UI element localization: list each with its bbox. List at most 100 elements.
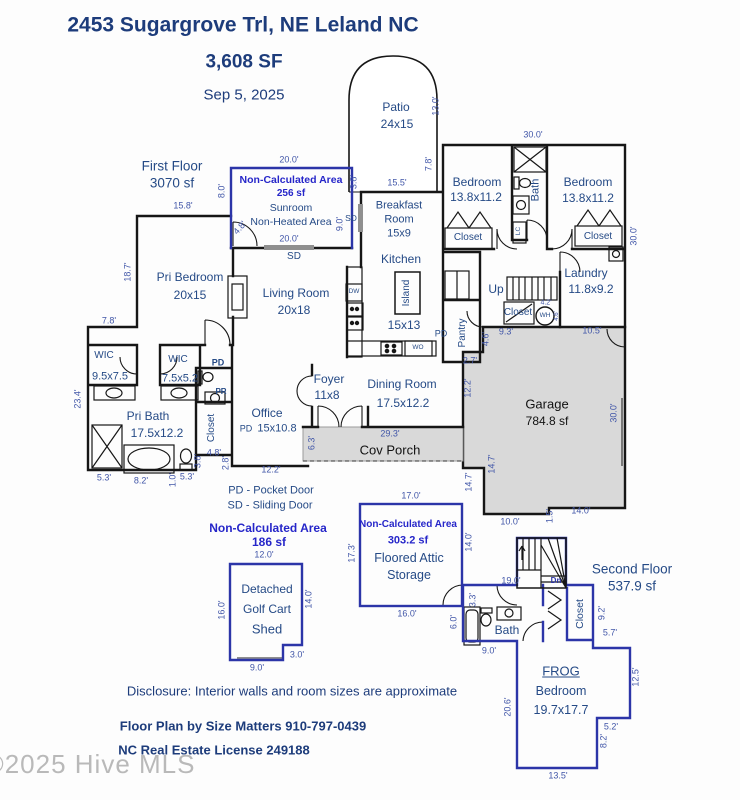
sd-label-breakfast: SD — [345, 212, 357, 223]
room-label-bedroom-right: Bedroom — [563, 175, 613, 189]
attic-line1: Floored Attic — [374, 550, 444, 565]
dim-wh-side: 4.6' — [554, 311, 560, 321]
dim-sf-5: 5.7' — [602, 627, 618, 638]
room-label-wic1: WIC — [94, 350, 114, 361]
room-label-office: Office — [251, 406, 283, 420]
room-label-bath: Bath — [529, 178, 542, 202]
door-arcs — [119, 219, 626, 642]
dim-sunroom-bottom: 20.0' — [279, 233, 299, 244]
dim-hall-b1: 9.3' — [498, 326, 514, 337]
island-label: Island — [401, 279, 412, 307]
dim-patio-right-bot: 7.8' — [423, 156, 434, 172]
dw-label: DW — [348, 287, 360, 295]
wo-label: WO — [412, 343, 424, 351]
attic-line2: Storage — [387, 567, 431, 582]
dim-porch-len: 29.3' — [380, 428, 400, 439]
room-dims-dining: 17.5x12.2 — [376, 396, 430, 410]
dim-hall-b2: 4.6' — [480, 331, 491, 347]
room-dims-frog: 19.7x17.7 — [533, 702, 589, 717]
dim-shed-left: 16.0' — [216, 600, 227, 620]
dim-sf-9: 13.5' — [548, 770, 568, 781]
second-floor-area: 537.9 sf — [607, 578, 657, 594]
room-label-garage: Garage — [525, 396, 569, 412]
room-label-pri-bath: Pri Bath — [126, 409, 170, 423]
dim-sf-stair: 19.0' — [501, 575, 521, 586]
room-dims-pri-bath: 17.5x12.2 — [130, 426, 184, 440]
room-label-kitchen: Kitchen — [380, 252, 422, 266]
dim-left-side: 23.4' — [72, 389, 83, 409]
room-label-porch: Cov Porch — [359, 442, 421, 458]
shed-outline — [228, 562, 304, 662]
dim-sf-10: 20.6' — [502, 697, 513, 717]
closet-label-bedroom-left: Closet — [453, 232, 483, 243]
dim-wh-top: 4.2' — [540, 299, 552, 307]
room-label-wic2: WIC — [168, 354, 188, 365]
dim-patio-right-top: 13.0' — [430, 96, 441, 116]
garage-area-label: 784.8 sf — [525, 414, 569, 428]
dim-shed-top: 12.0' — [254, 549, 274, 560]
room-label-patio: Patio — [382, 100, 410, 114]
dim-bath-b2: 8.2' — [133, 475, 149, 486]
pd-label-pr: PD — [211, 357, 225, 368]
dim-sunroom-gap: 3.8' — [348, 174, 359, 190]
pr-label: PR — [215, 387, 227, 396]
dim-garage-b2: 1.5' — [544, 508, 555, 524]
room-label-frog: FROG — [542, 663, 580, 679]
dim-bath-b3: 1.0' — [167, 472, 178, 488]
sd-label-sunroom: SD — [287, 251, 301, 262]
dim-sf-3: 9.0' — [481, 645, 497, 656]
dim-breakfast-top: 15.5' — [387, 177, 407, 188]
closet-label-bedroom-right: Closet — [583, 231, 613, 242]
legend-sd: SD - Sliding Door — [227, 499, 313, 512]
dim-attic-bottom: 16.0' — [397, 608, 417, 619]
sunroom-area: 256 sf — [276, 188, 306, 199]
first-floor-label: First Floor — [141, 158, 203, 174]
dim-garage-left-low: 14.7' — [486, 454, 497, 474]
room-label-living: Living Room — [262, 286, 330, 300]
dim-office-bottom: 12.2' — [261, 464, 281, 475]
dim-sf-4: 9.2' — [596, 605, 607, 621]
interior-details — [91, 146, 624, 646]
dim-attic-left: 17.3' — [346, 543, 357, 563]
dim-garage-b1: 10.0' — [500, 516, 520, 527]
attic-area: 303.2 sf — [387, 534, 429, 547]
dim-sf-8: 8.2' — [598, 733, 609, 749]
room-label-breakfast2: Room — [384, 213, 414, 226]
sunroom-line2: Non-Heated Area — [250, 215, 332, 228]
sunroom-outline — [229, 166, 354, 250]
dim-porch-right: 14.7' — [463, 472, 474, 492]
room-dims-office: 15x10.8 — [257, 422, 297, 435]
dim-wing-top: 30.0' — [523, 129, 543, 140]
room-label-laundry: Laundry — [564, 266, 608, 280]
room-dims-laundry: 11.8x9.2 — [568, 282, 614, 296]
pd-label-office: PD — [239, 423, 253, 434]
dim-sf-6: 12.5' — [630, 667, 641, 687]
total-sqft: 3,608 SF — [205, 51, 283, 73]
dim-attic-top: 17.0' — [401, 490, 421, 501]
garage-area — [461, 325, 627, 516]
room-dims-pri-bedroom: 20x15 — [173, 288, 207, 302]
cov-porch-area — [302, 426, 464, 462]
room-label-bath2: Bath — [494, 623, 520, 637]
dim-bath-b4: 5.3' — [179, 471, 195, 482]
disclosure-text: Disclosure: Interior walls and room size… — [126, 683, 458, 699]
first-floor-area: 3070 sf — [149, 175, 195, 191]
second-floor-stairs — [516, 537, 567, 589]
room-label-frog-bedroom: Bedroom — [535, 683, 587, 698]
dim-shed-bottom: 9.0' — [249, 662, 265, 673]
dim-garage-nw1: 2.7' — [462, 355, 478, 366]
dim-bath-b1: 5.3' — [96, 472, 112, 483]
closet-label-second: Closet — [573, 599, 586, 629]
sunroom-line1: Sunroom — [269, 201, 313, 214]
room-label-dining: Dining Room — [367, 377, 437, 391]
dim-garage-nw2: 12.2' — [462, 378, 473, 398]
dim-sf-2: 6.0' — [448, 614, 459, 630]
wh-label: WH — [539, 311, 551, 319]
room-dims-kitchen: 15x13 — [387, 318, 421, 332]
dim-garage-right: 30.0' — [608, 403, 619, 423]
attic-noncalc-title: Non-Calculated Area — [359, 519, 457, 530]
dim-sunroom-right: 9.0' — [334, 216, 345, 232]
second-floor-label: Second Floor — [591, 561, 673, 577]
